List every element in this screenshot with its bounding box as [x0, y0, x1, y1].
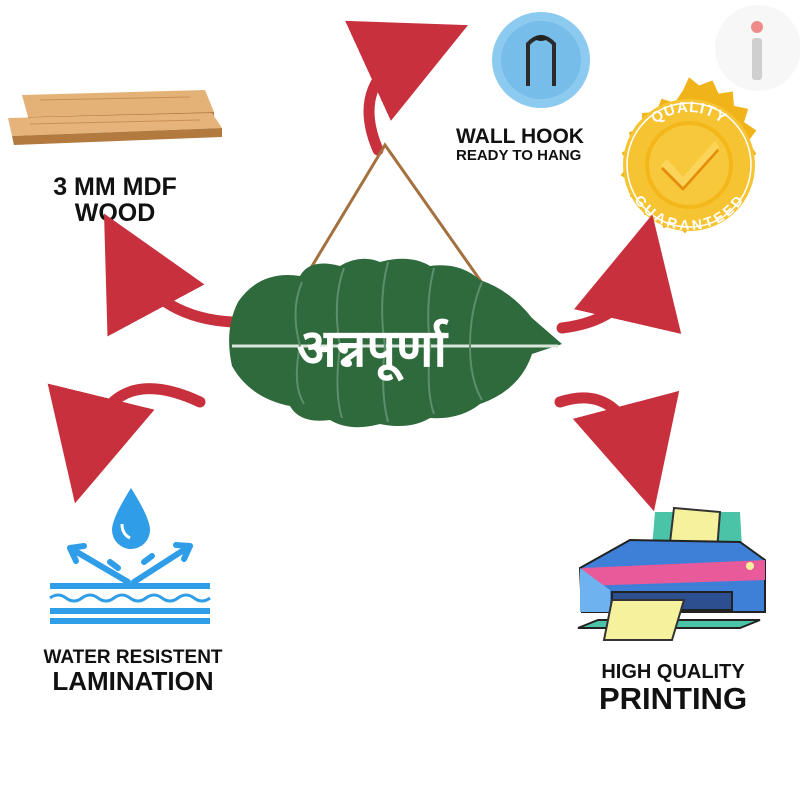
arrow-to-printing — [554, 390, 680, 512]
leaf-shape — [229, 258, 562, 428]
arrow-to-water — [47, 383, 206, 504]
arrow-to-wood — [104, 213, 238, 337]
sign-text: अन्नपूर्णा — [297, 318, 450, 382]
hook-label-line2: READY TO HANG — [456, 147, 582, 165]
hook-label: WALL HOOK READY TO HANG — [456, 125, 616, 165]
arrow-to-hook — [345, 20, 469, 156]
printing-label-line1: HIGH QUALITY — [601, 661, 745, 683]
water-label: WATER RESISTENT LAMINATION — [28, 648, 238, 695]
arrow-to-quality — [556, 214, 682, 334]
hanging-rope — [292, 142, 489, 297]
water-label-line1: WATER RESISTENT — [43, 647, 223, 668]
water-label-line2: LAMINATION — [52, 665, 214, 696]
hook-label-line1: WALL HOOK — [456, 125, 584, 148]
wood-label-line1: 3 MM MDF — [53, 173, 177, 201]
printing-label-line2: PRINTING — [598, 681, 748, 716]
printing-label: HIGH QUALITY PRINTING — [578, 662, 768, 716]
